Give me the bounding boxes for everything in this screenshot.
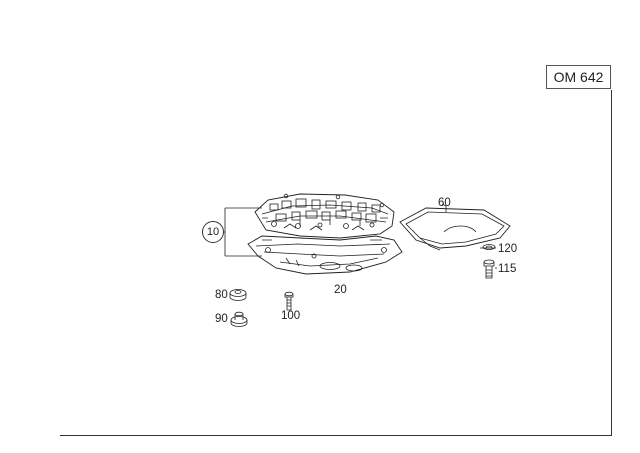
callout-90[interactable]: 90	[215, 313, 228, 325]
frame-right-border	[611, 90, 612, 435]
oil-pan-plate	[247, 235, 403, 275]
valve-body-assembly	[254, 193, 395, 239]
callout-115[interactable]: 115	[498, 263, 517, 275]
callout-60[interactable]: 60	[438, 197, 451, 209]
callout-100[interactable]: 100	[281, 310, 301, 322]
bolt-100	[284, 291, 294, 311]
callout-120[interactable]: 120	[498, 243, 518, 255]
transmission-oil-pan	[399, 206, 511, 251]
callout-10[interactable]: 10	[202, 221, 224, 243]
mount-80	[229, 289, 247, 301]
callout-80[interactable]: 80	[215, 289, 228, 301]
callout-20[interactable]: 20	[334, 284, 347, 296]
model-label: OM 642	[546, 65, 611, 89]
frame-bottom-border	[60, 435, 612, 436]
leader-lines	[441, 203, 497, 269]
mount-90	[230, 311, 248, 327]
bolt-115	[483, 259, 495, 279]
washer-120	[482, 244, 496, 250]
